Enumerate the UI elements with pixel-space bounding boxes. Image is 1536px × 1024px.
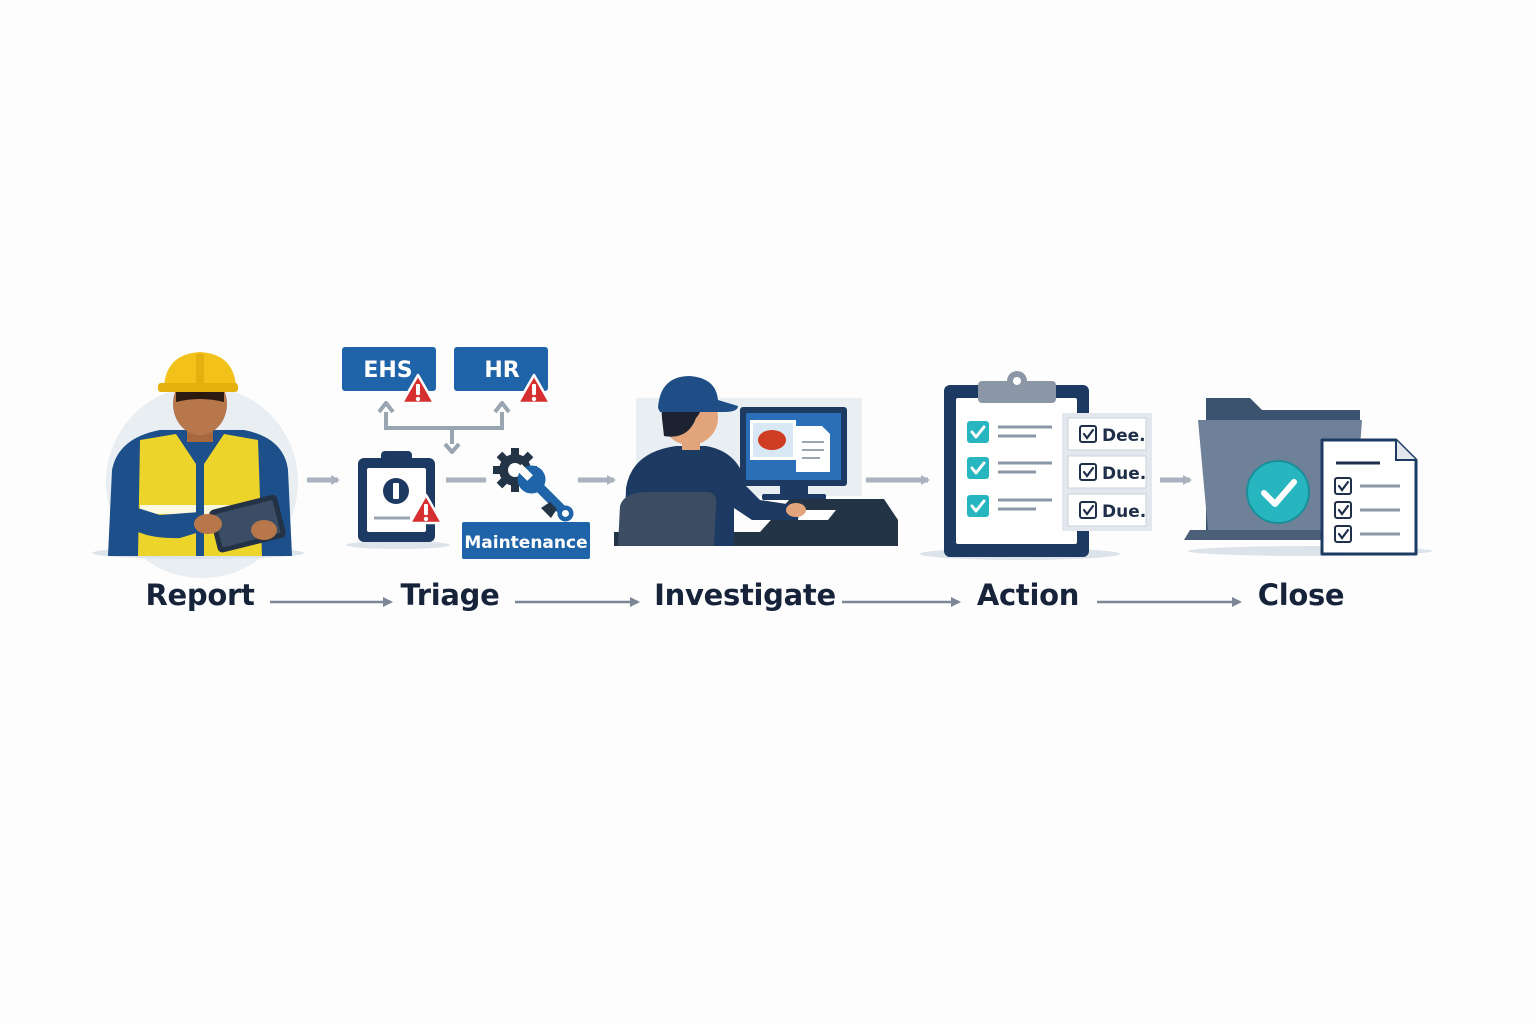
hr-tag-label: HR [484,358,519,383]
gear-wrench-icon [493,448,574,522]
due-card: Due. [1067,493,1147,527]
routing-arrows [377,401,511,454]
due-date-cards: Dee. Due. Due. [1062,413,1152,531]
step-label-triage: Triage [400,578,500,612]
step-label-action: Action [976,578,1080,612]
step-label-report: Report [145,578,255,612]
checkbox-icon [965,419,991,445]
checkbox-icon [965,493,991,519]
maintenance-tag-label: Maintenance [464,533,587,553]
checkbox-icon [965,455,991,481]
check-circle-icon [1246,460,1310,524]
step-label-investigate: Investigate [654,578,836,612]
hr-tag: HR [454,347,552,405]
due-card-label: Due. [1102,464,1146,484]
ehs-tag: EHS [342,347,436,405]
step-label-close: Close [1257,578,1345,612]
maintenance-tag: Maintenance [462,522,590,559]
worker-with-tablet-icon [92,352,304,578]
document-icon [1320,438,1418,556]
due-card-label: Dee. [1102,426,1146,446]
due-card-label: Due. [1102,502,1146,522]
investigator-at-computer-icon [614,376,898,546]
ehs-tag-label: EHS [363,358,412,383]
due-card: Due. [1067,455,1147,489]
clipboard-alert-icon [346,451,450,549]
checklist-clipboard-icon [920,371,1120,560]
due-card: Dee. [1067,417,1147,451]
